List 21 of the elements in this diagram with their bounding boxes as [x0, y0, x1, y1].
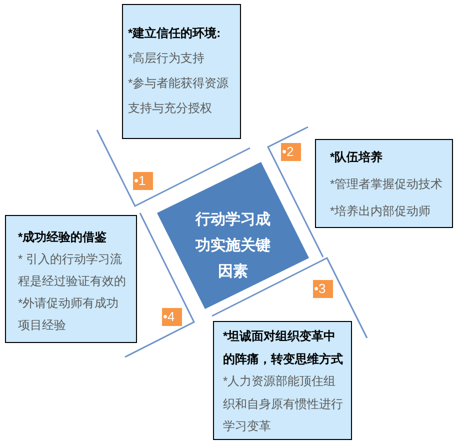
factor-box: [315, 139, 453, 228]
factor-box: [213, 321, 352, 440]
bullet-text: *外请促动师有成功项目经验: [18, 295, 120, 334]
bullet-text: *高层行为支持: [128, 50, 206, 67]
bullet-text: *培养出内部促动师: [330, 203, 432, 220]
bullet-text: *参与者能获得资源支持与充分授权: [128, 75, 230, 117]
factor-box: [5, 215, 137, 343]
bullet-text: *管理者掌握促动技术: [330, 176, 444, 193]
bullet-text: * 引入的行动学习流程是经过验证有效的: [18, 251, 127, 290]
bullet-text: *人力资源部能顶住组织和自身原有惯性进行学习变革: [223, 373, 344, 435]
heading-text: *建立信任的环境:: [128, 25, 222, 42]
heading-text: *队伍培养: [330, 149, 384, 166]
number-tag: •2: [281, 143, 301, 161]
central-diamond: [157, 162, 309, 309]
heading-text: *成功经验的借鉴: [18, 229, 108, 246]
heading-text: *坦诚面对组织变革中的阵痛，转变思维方式: [223, 328, 344, 368]
number-tag: •4: [162, 308, 182, 326]
number-tag: •3: [313, 280, 333, 298]
number-tag: •1: [133, 172, 153, 190]
center-title: 行动学习成功实施关键因素: [194, 210, 272, 282]
factor-box: [122, 4, 241, 139]
